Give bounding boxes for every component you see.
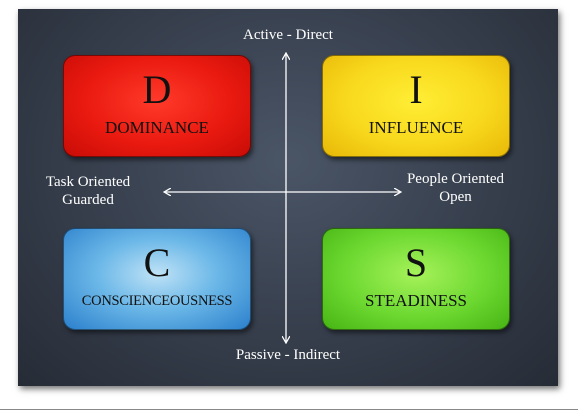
- quadrant-influence: I INFLUENCE: [322, 55, 510, 157]
- axis-label-task-oriented-line1: Task Oriented: [45, 174, 131, 190]
- quadrant-letter: S: [404, 240, 428, 285]
- quadrant-letter: I: [409, 67, 423, 112]
- quadrant-letter: D: [142, 67, 172, 112]
- quadrant-label: DOMINANCE: [105, 118, 209, 137]
- disc-diagram-slide: Active - Direct Passive - Indirect Task …: [18, 9, 558, 386]
- axis-label-people-oriented-line2: Open: [439, 189, 472, 205]
- quadrant-letter: C: [143, 240, 171, 285]
- quadrant-label: CONSCIENCEOUSNESS: [81, 293, 233, 309]
- quadrant-conscientiousness: C CONSCIENCEOUSNESS: [63, 228, 251, 330]
- quadrant-label: STEADINESS: [364, 291, 467, 310]
- quadrant-label: INFLUENCE: [368, 118, 464, 137]
- axis-label-people-oriented: People Oriented Open: [388, 170, 523, 206]
- quadrant-steadiness: S STEADINESS: [322, 228, 510, 330]
- page-bottom-border: [0, 409, 578, 410]
- axis-label-task-oriented-line2: Guarded: [62, 192, 114, 208]
- axis-label-active-direct: Active - Direct: [243, 27, 333, 43]
- quadrant-dominance: D DOMINANCE: [63, 55, 251, 157]
- axis-label-people-oriented-line1: People Oriented: [406, 171, 505, 187]
- axis-label-task-oriented: Task Oriented Guarded: [38, 173, 138, 209]
- axis-label-passive-indirect: Passive - Indirect: [235, 347, 341, 363]
- axes: [18, 9, 558, 386]
